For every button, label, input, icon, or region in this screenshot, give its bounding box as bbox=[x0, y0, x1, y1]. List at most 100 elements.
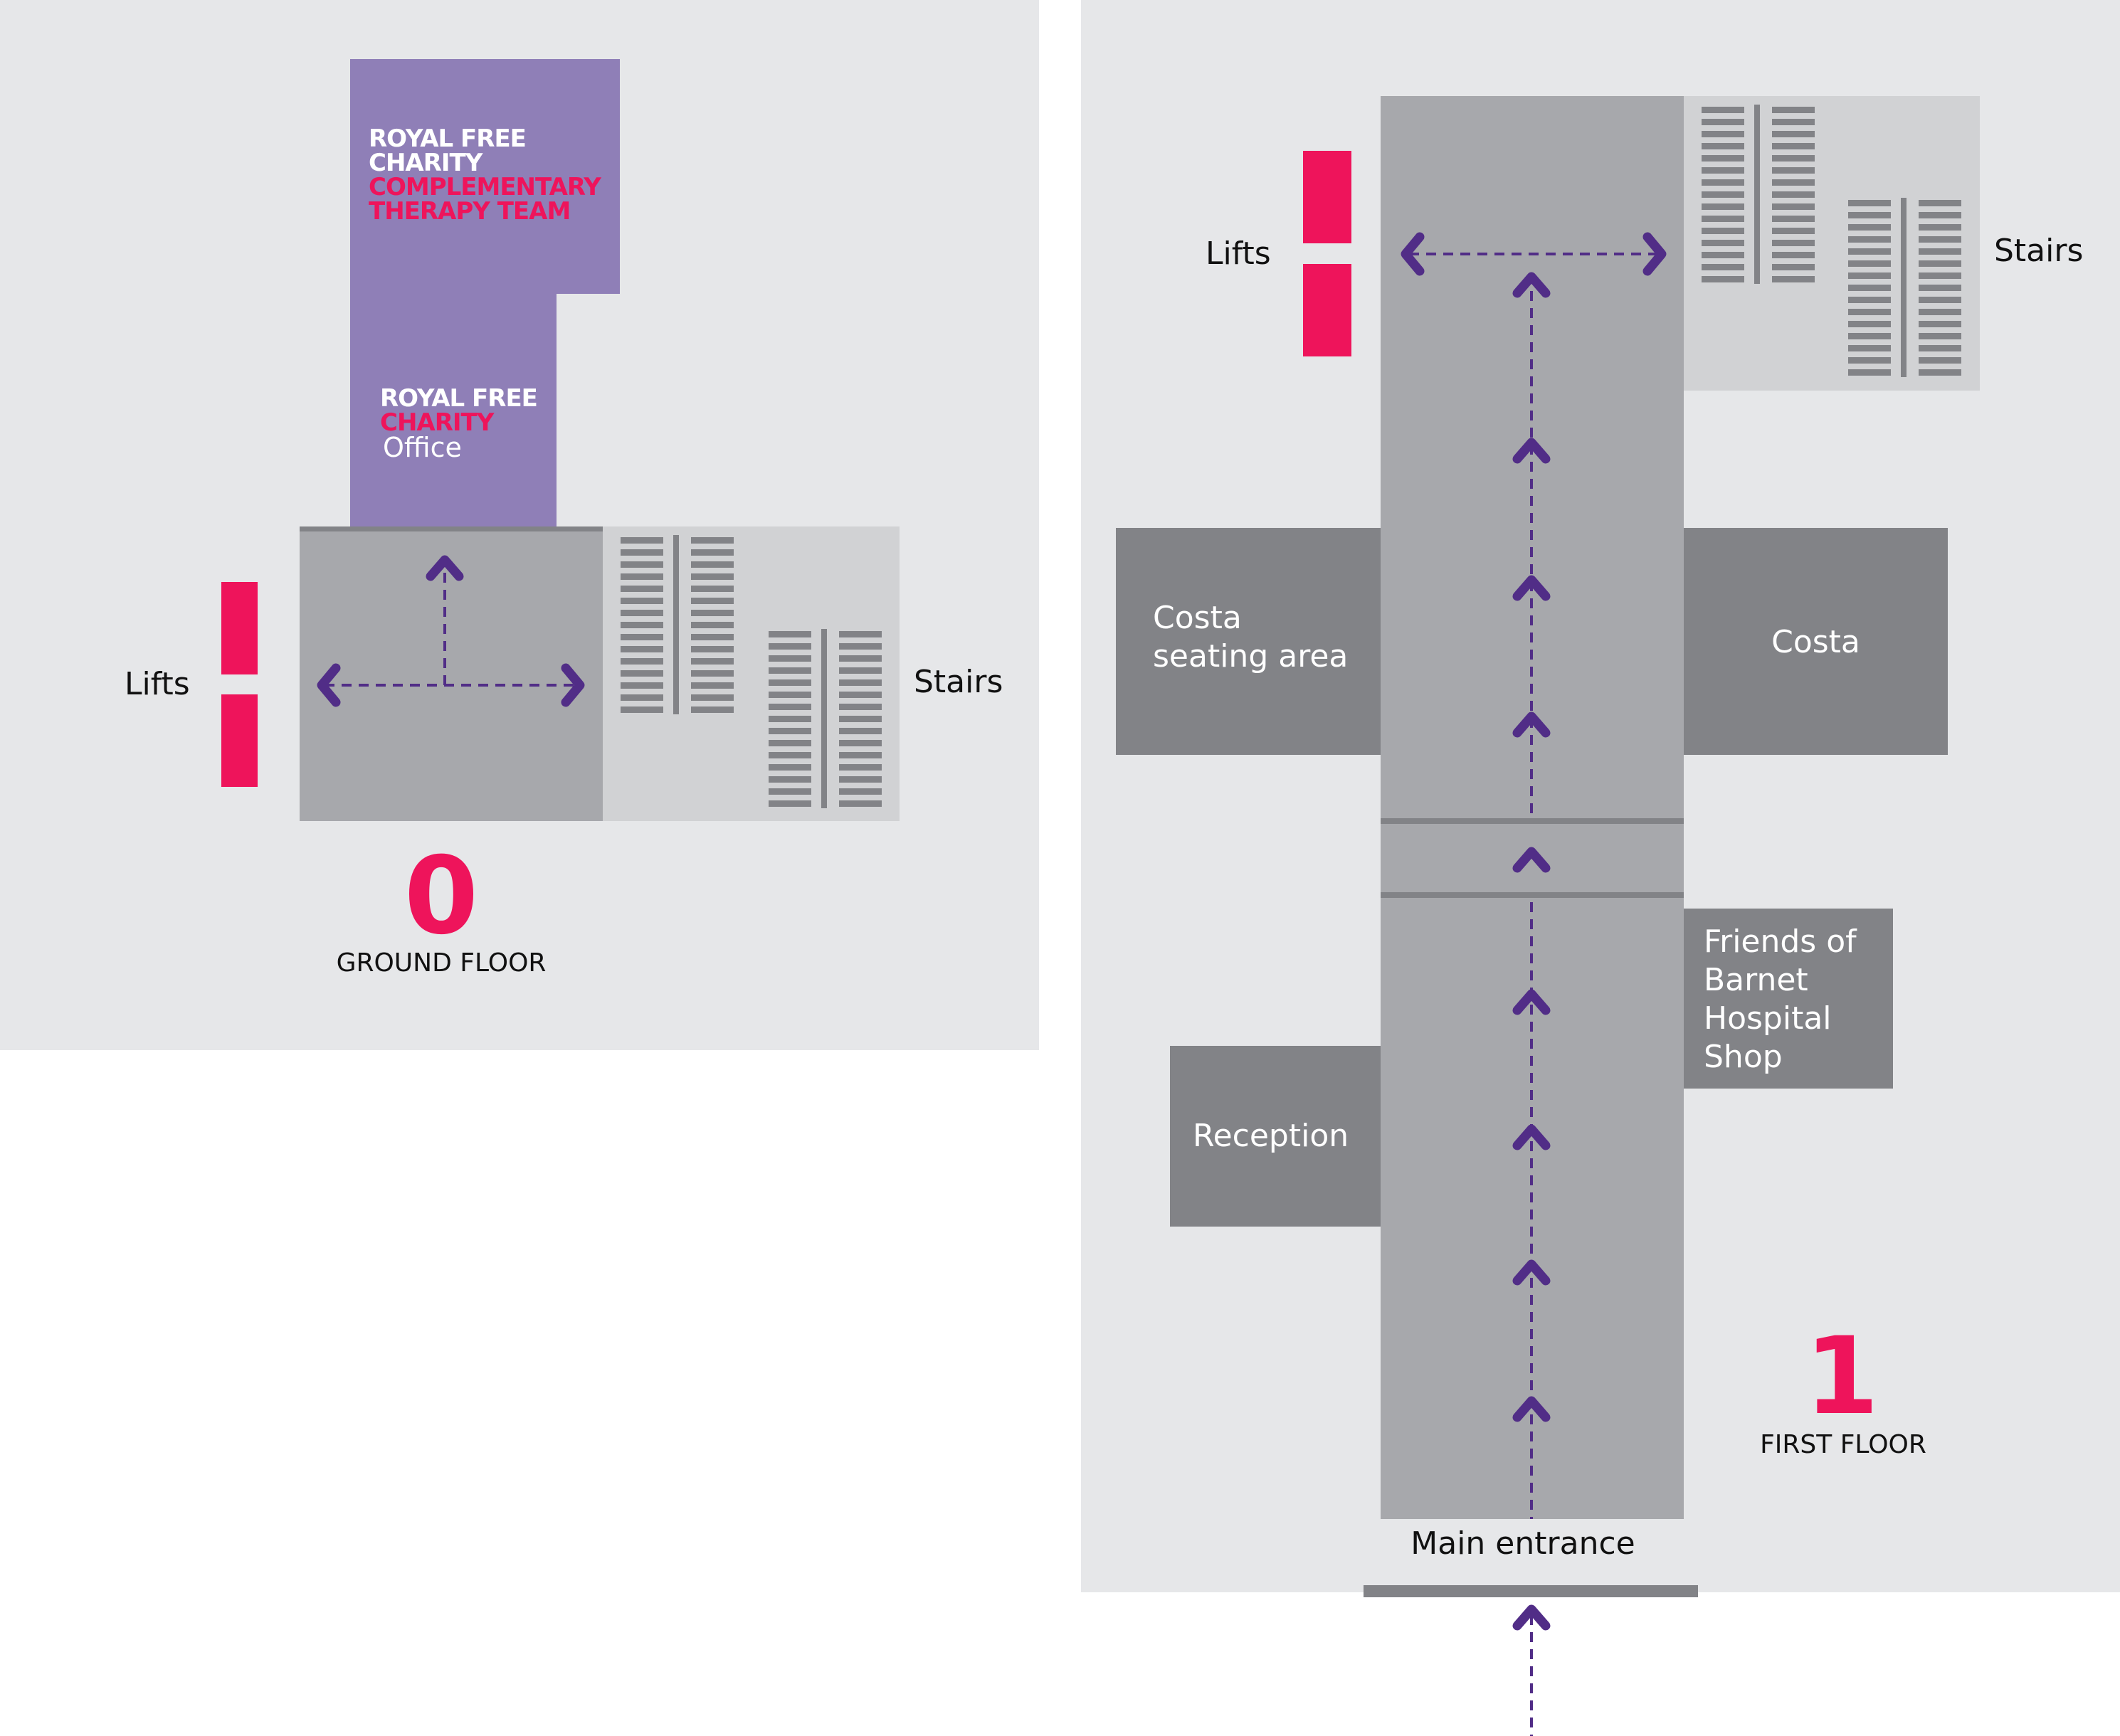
stair-tread bbox=[1772, 203, 1815, 210]
corridor-divider bbox=[1381, 818, 1684, 824]
stair-tread bbox=[839, 740, 882, 746]
stair-tread bbox=[769, 716, 811, 722]
friends-of-barnet-hospital-shop[interactable]: Friends of Barnet Hospital Shop bbox=[1684, 909, 1893, 1089]
stair-tread bbox=[1772, 179, 1815, 186]
room-label: Costa bbox=[1153, 600, 1242, 636]
stair-tread bbox=[691, 658, 734, 665]
stair-tread bbox=[621, 622, 663, 628]
stair-tread bbox=[1848, 333, 1891, 339]
stair-tread bbox=[839, 692, 882, 698]
stair-tread bbox=[1919, 236, 1961, 243]
stair-tread bbox=[769, 667, 811, 674]
lift-1[interactable] bbox=[1303, 151, 1351, 243]
lift-2[interactable] bbox=[1303, 264, 1351, 356]
stair-tread bbox=[1702, 167, 1744, 174]
floor-name: FIRST FLOOR bbox=[1760, 1430, 1926, 1459]
stair-tread bbox=[1919, 248, 1961, 255]
stair-tread bbox=[621, 694, 663, 701]
stair-tread bbox=[1772, 119, 1815, 125]
stair-tread bbox=[1848, 297, 1891, 303]
lifts-label: Lifts bbox=[125, 666, 190, 702]
floor-number: 0 bbox=[404, 835, 479, 958]
stair-tread bbox=[621, 598, 663, 604]
stair-tread bbox=[1919, 369, 1961, 376]
room-label: seating area bbox=[1153, 638, 1349, 674]
stair-tread bbox=[769, 643, 811, 650]
costa-seating-area[interactable]: Costa seating area bbox=[1116, 528, 1381, 755]
room-label: Costa bbox=[1771, 624, 1860, 660]
corridor-divider bbox=[1381, 892, 1684, 898]
stair-tread bbox=[1702, 191, 1744, 198]
floor-number: 1 bbox=[1804, 1315, 1879, 1439]
stair-tread bbox=[1919, 321, 1961, 327]
stair-tread bbox=[1702, 203, 1744, 210]
stair-tread bbox=[621, 586, 663, 592]
stair-tread bbox=[1919, 285, 1961, 291]
stair-tread bbox=[1848, 321, 1891, 327]
stair-rail bbox=[673, 535, 679, 714]
stair-tread bbox=[839, 643, 882, 650]
stair-tread bbox=[1772, 107, 1815, 113]
stair-tread bbox=[1772, 276, 1815, 282]
costa[interactable]: Costa bbox=[1684, 528, 1948, 755]
charity-office-room[interactable]: ROYAL FREE CHARITY Office bbox=[350, 294, 557, 529]
lift-2[interactable] bbox=[221, 694, 258, 787]
stair-tread bbox=[691, 586, 734, 592]
stair-tread bbox=[839, 704, 882, 710]
lift-1[interactable] bbox=[221, 582, 258, 674]
stair-tread bbox=[621, 658, 663, 665]
stairs-icon bbox=[621, 535, 734, 719]
stairs-icon bbox=[1702, 105, 1815, 288]
stair-tread bbox=[1848, 200, 1891, 206]
stair-tread bbox=[691, 634, 734, 640]
stair-rail bbox=[1901, 198, 1907, 377]
ground-lobby bbox=[300, 531, 603, 821]
stair-tread bbox=[769, 692, 811, 698]
room-label: Friends of bbox=[1704, 923, 1857, 960]
stair-tread bbox=[1919, 333, 1961, 339]
stair-tread bbox=[691, 622, 734, 628]
stair-tread bbox=[769, 704, 811, 710]
stair-tread bbox=[691, 670, 734, 677]
stair-tread bbox=[1772, 131, 1815, 137]
brand-charity: CHARITY bbox=[380, 408, 494, 437]
stair-tread bbox=[1848, 369, 1891, 376]
stair-tread bbox=[1919, 309, 1961, 315]
stair-tread bbox=[839, 667, 882, 674]
stair-tread bbox=[1702, 252, 1744, 258]
stair-tread bbox=[1848, 260, 1891, 267]
stair-tread bbox=[1919, 357, 1961, 364]
stair-tread bbox=[691, 549, 734, 556]
stair-tread bbox=[1772, 240, 1815, 246]
stairs-label: Stairs bbox=[914, 664, 1003, 700]
stair-tread bbox=[1772, 216, 1815, 222]
stair-tread bbox=[1772, 155, 1815, 162]
stair-tread bbox=[769, 788, 811, 795]
stair-tread bbox=[691, 598, 734, 604]
stair-tread bbox=[621, 646, 663, 652]
lobby-top-wall bbox=[300, 526, 603, 531]
stair-tread bbox=[691, 561, 734, 568]
stairs-icon bbox=[769, 629, 882, 813]
stair-tread bbox=[1702, 107, 1744, 113]
room-label: Hospital bbox=[1704, 1000, 1832, 1037]
main-entrance-door[interactable] bbox=[1364, 1585, 1698, 1597]
stair-tread bbox=[1772, 264, 1815, 270]
stair-tread bbox=[1772, 252, 1815, 258]
stair-tread bbox=[839, 788, 882, 795]
stair-tread bbox=[621, 706, 663, 713]
stair-tread bbox=[769, 776, 811, 783]
reception[interactable]: Reception bbox=[1170, 1046, 1381, 1227]
complementary-therapy-room[interactable]: ROYAL FREE CHARITY COMPLEMENTARY THERAPY… bbox=[350, 59, 620, 294]
stair-tread bbox=[621, 634, 663, 640]
stair-tread bbox=[769, 764, 811, 771]
stair-tread bbox=[1702, 228, 1744, 234]
stair-tread bbox=[621, 561, 663, 568]
stair-tread bbox=[621, 537, 663, 544]
stair-tread bbox=[839, 631, 882, 637]
stair-tread bbox=[1772, 143, 1815, 149]
stair-tread bbox=[1848, 272, 1891, 279]
stair-tread bbox=[1919, 224, 1961, 231]
stair-tread bbox=[1702, 143, 1744, 149]
stair-tread bbox=[769, 631, 811, 637]
